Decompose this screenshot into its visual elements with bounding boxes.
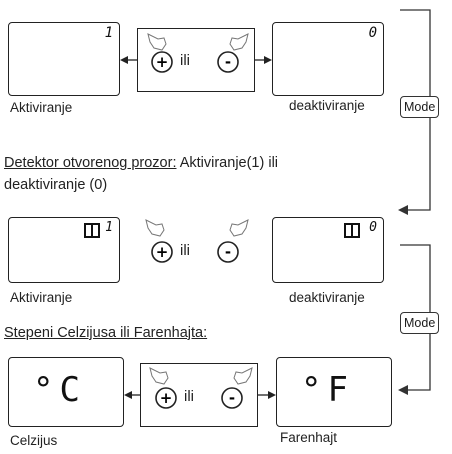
lcd-display-activate-2: 1 — [8, 217, 120, 283]
lcd-display-deactivate-2: 0 — [272, 217, 384, 283]
section-heading-units: Stepeni Celzijusa ili Farenhajta: — [4, 325, 208, 341]
section-heading-line2: deaktiviranje (0) — [4, 177, 108, 193]
minus-label: - — [225, 243, 231, 261]
caption-celsius: Celzijus — [10, 433, 58, 448]
hand-pointer-icon — [149, 367, 169, 385]
lcd-value: 0 — [369, 220, 377, 235]
window-icon — [344, 223, 360, 238]
caption-deactivate: deaktiviranje — [289, 98, 365, 113]
or-label: ili — [180, 242, 190, 259]
minus-button[interactable]: - — [220, 386, 244, 410]
lcd-display-activate-1: 1 — [8, 22, 120, 96]
caption-deactivate: deaktiviranje — [289, 290, 365, 305]
mode-button[interactable]: Mode — [400, 96, 440, 118]
lcd-display-fahrenheit: °F — [276, 357, 392, 427]
lcd-display-celsius: °C — [8, 357, 124, 427]
caption-activate: Aktiviranje — [10, 290, 73, 305]
lcd-value: °F — [301, 370, 354, 410]
plus-label: + — [156, 53, 169, 71]
minus-button[interactable]: - — [216, 240, 240, 264]
lcd-value: 1 — [104, 25, 113, 41]
plus-button[interactable]: + — [150, 50, 174, 74]
lcd-value: °C — [33, 370, 86, 410]
hand-pointer-icon — [229, 33, 249, 51]
plus-label: + — [156, 243, 169, 261]
hand-pointer-icon — [233, 367, 253, 385]
heading-rest: Aktiviranje(1) ili — [176, 155, 279, 171]
or-label: ili — [180, 52, 190, 69]
plus-button[interactable]: + — [150, 240, 174, 264]
minus-button[interactable]: - — [216, 50, 240, 74]
lcd-value: 0 — [368, 25, 377, 41]
hand-pointer-icon — [145, 219, 165, 237]
or-label: ili — [184, 388, 194, 405]
mode-button[interactable]: Mode — [400, 312, 440, 334]
lcd-display-deactivate-1: 0 — [272, 22, 384, 96]
hand-pointer-icon — [229, 219, 249, 237]
plus-label: + — [160, 389, 173, 407]
minus-label: - — [225, 53, 231, 71]
hand-pointer-icon — [147, 33, 167, 51]
window-icon — [84, 223, 100, 238]
minus-label: - — [229, 389, 235, 407]
lcd-value: 1 — [105, 220, 113, 235]
caption-fahrenheit: Farenhajt — [280, 430, 338, 445]
plus-button[interactable]: + — [154, 386, 178, 410]
section-heading-window-detector: Detektor otvorenog prozor: Aktiviranje(1… — [4, 152, 278, 174]
caption-activate: Aktiviranje — [10, 100, 73, 115]
heading-underlined: Detektor otvorenog prozor: — [4, 155, 177, 171]
